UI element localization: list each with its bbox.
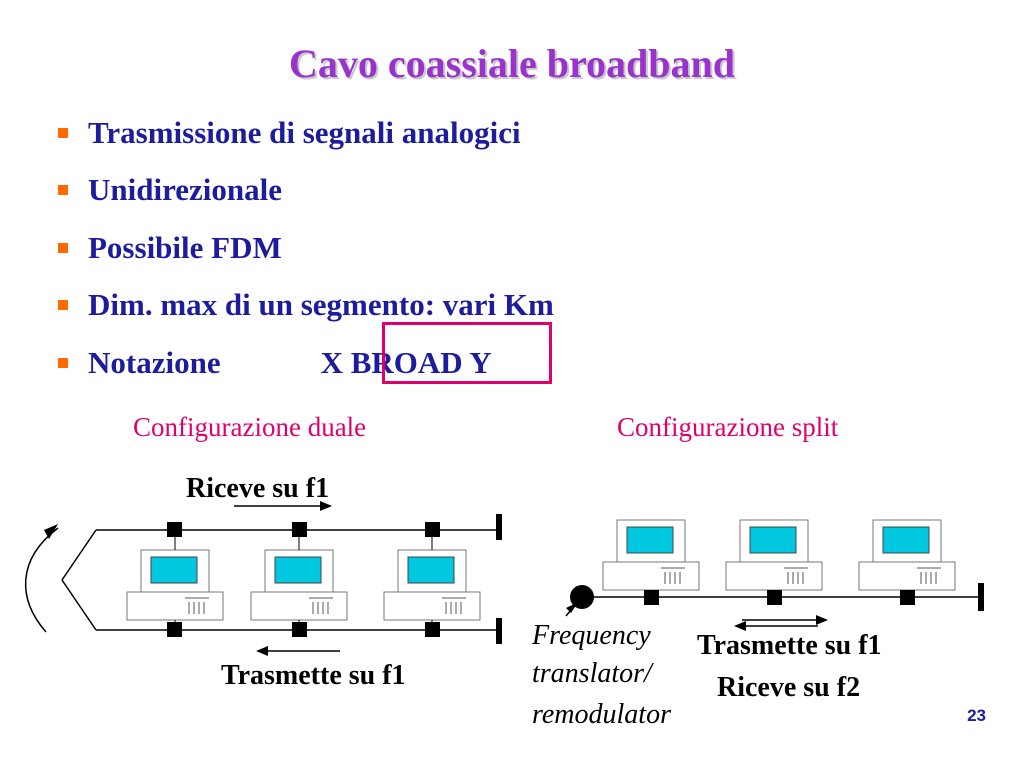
tap-connector-icon bbox=[292, 622, 307, 637]
tap-connector-icon bbox=[425, 522, 440, 537]
bullet-text: Trasmissione di segnali analogici bbox=[88, 114, 521, 150]
bullet-list: Trasmissione di segnali analogici Unidir… bbox=[50, 104, 554, 392]
terminator-icon bbox=[978, 583, 984, 611]
computer-icon bbox=[126, 549, 224, 621]
computer-icon bbox=[602, 519, 700, 591]
dual-receive-label: Riceve su f1 bbox=[186, 473, 330, 504]
computer-icon bbox=[858, 519, 956, 591]
computer-icon bbox=[725, 519, 823, 591]
translator-label-line: Frequency bbox=[532, 620, 651, 651]
tap-connector-icon bbox=[644, 590, 659, 605]
tap-connector-icon bbox=[900, 590, 915, 605]
bullet-item: Possibile FDM bbox=[50, 219, 554, 277]
dual-head-end-link bbox=[61, 529, 97, 581]
translator-label-line: remodulator bbox=[532, 699, 671, 730]
arrowhead-icon bbox=[44, 524, 58, 539]
dual-transmit-label: Trasmette su f1 bbox=[221, 660, 406, 691]
split-config-heading: Configurazione split bbox=[617, 412, 839, 442]
bullet-text: Notazione bbox=[88, 344, 221, 380]
tap-connector-icon bbox=[167, 622, 182, 637]
bullet-item: Unidirezionale bbox=[50, 162, 554, 220]
square-bullet-icon bbox=[58, 127, 68, 138]
terminator-icon bbox=[496, 618, 502, 644]
dual-config-heading: Configurazione duale bbox=[133, 412, 367, 442]
notation-value: X BROAD Y bbox=[320, 344, 492, 380]
bullet-item: Trasmissione di segnali analogici bbox=[50, 104, 554, 162]
square-bullet-icon bbox=[58, 242, 68, 253]
page-number: 23 bbox=[967, 706, 986, 725]
tap-connector-icon bbox=[767, 590, 782, 605]
bullet-text: Dim. max di un segmento: vari Km bbox=[88, 287, 554, 323]
arrowhead-icon bbox=[566, 602, 578, 613]
bullet-item: Notazione X BROAD Y bbox=[50, 334, 554, 392]
tap-connector-icon bbox=[292, 522, 307, 537]
terminator-icon bbox=[496, 514, 502, 540]
square-bullet-icon bbox=[58, 357, 68, 368]
square-bullet-icon bbox=[58, 185, 68, 196]
computer-icon bbox=[250, 549, 348, 621]
loop-arrow-icon bbox=[25, 527, 59, 633]
split-receive-label: Riceve su f2 bbox=[717, 672, 861, 703]
dual-head-end-link bbox=[61, 579, 97, 631]
split-transmit-label: Trasmette su f1 bbox=[697, 630, 882, 661]
tap-connector-icon bbox=[425, 622, 440, 637]
tap-connector-icon bbox=[167, 522, 182, 537]
broad-highlight-box bbox=[382, 322, 552, 384]
bullet-text: Unidirezionale bbox=[88, 172, 283, 208]
square-bullet-icon bbox=[58, 300, 68, 311]
slide-title: Cavo coassiale broadband bbox=[288, 41, 735, 86]
split-config-diagram bbox=[565, 519, 984, 631]
computer-icon bbox=[383, 549, 481, 621]
translator-label-line: translator/ bbox=[532, 658, 652, 689]
bullet-item: Dim. max di un segmento: vari Km bbox=[50, 277, 554, 335]
dual-config-diagram bbox=[25, 501, 502, 656]
bullet-text: Possibile FDM bbox=[88, 229, 282, 265]
